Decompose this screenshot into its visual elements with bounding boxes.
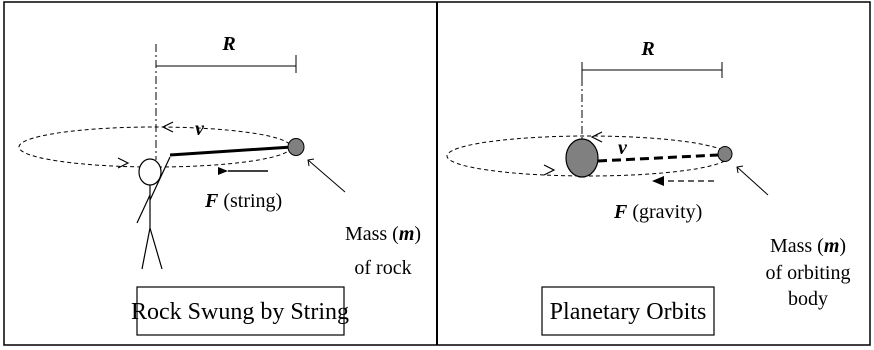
orbit-mass-symbol: m (824, 235, 840, 257)
orbit-force-text: (gravity) (627, 201, 702, 223)
rock-string (169, 145, 293, 157)
rock-orbit-arrow-top (161, 121, 174, 133)
rock-mass (287, 138, 305, 156)
rock-mass-prefix: Mass ( (345, 223, 399, 245)
rock-velocity-label: v (195, 118, 205, 140)
rock-mass-label-line1: Mass (m) (345, 223, 421, 245)
stick-figure-arm-right (149, 156, 171, 201)
orbit-force-label: F (gravity) (613, 201, 702, 223)
rock-orbit-arrow-bottom (117, 157, 130, 169)
orbit-velocity-label: v (618, 137, 628, 159)
rock-mass-suffix: ) (414, 223, 421, 245)
stick-figure-leg-right (149, 227, 163, 270)
rock-mass-pointer (307, 159, 346, 193)
rock-mass-pointer-head (307, 158, 315, 167)
rock-caption: Rock Swung by String (131, 299, 349, 325)
rock-caption-box (136, 286, 345, 336)
stick-figure-arm-left (136, 194, 151, 224)
rock-mass-label-line2: of rock (354, 257, 411, 279)
rock-radius-label: R (221, 33, 235, 55)
stick-figure-leg-left (141, 227, 151, 270)
stick-figure-head (138, 158, 162, 186)
orbit-mass-pointer (736, 166, 769, 196)
orbit-mass-label-line3: body (788, 288, 828, 310)
central-body (565, 138, 599, 178)
orbit-radius-label: R (640, 38, 654, 60)
orbit-arrow-top (590, 131, 603, 143)
rock-force-label: F (string) (204, 190, 282, 212)
orbit-arrow-bottom (543, 164, 556, 176)
orbit-force-arrowhead (652, 176, 664, 186)
stick-figure (136, 156, 171, 270)
gravity-line (597, 153, 719, 163)
orbit-mass-label-line1: Mass (m) (770, 235, 846, 257)
orbit-panel: R v F (gravity) Mass (m) of orbiting bod… (446, 38, 851, 336)
orbit-caption: Planetary Orbits (550, 299, 707, 325)
rock-force-symbol: F (204, 190, 219, 212)
orbit-mass-suffix: ) (839, 235, 846, 257)
rock-panel: R v F (string) Mass (m) (18, 33, 421, 336)
orbit-mass-pointer-head (736, 165, 744, 174)
orbit-force-symbol: F (613, 201, 628, 223)
rock-force-text: (string) (218, 190, 282, 212)
orbit-mass-label-line2: of orbiting (766, 262, 851, 284)
orbit-mass-prefix: Mass ( (770, 235, 824, 257)
orbiting-mass (717, 146, 733, 162)
orbit-caption-box (541, 286, 715, 336)
rock-mass-symbol: m (399, 223, 415, 245)
